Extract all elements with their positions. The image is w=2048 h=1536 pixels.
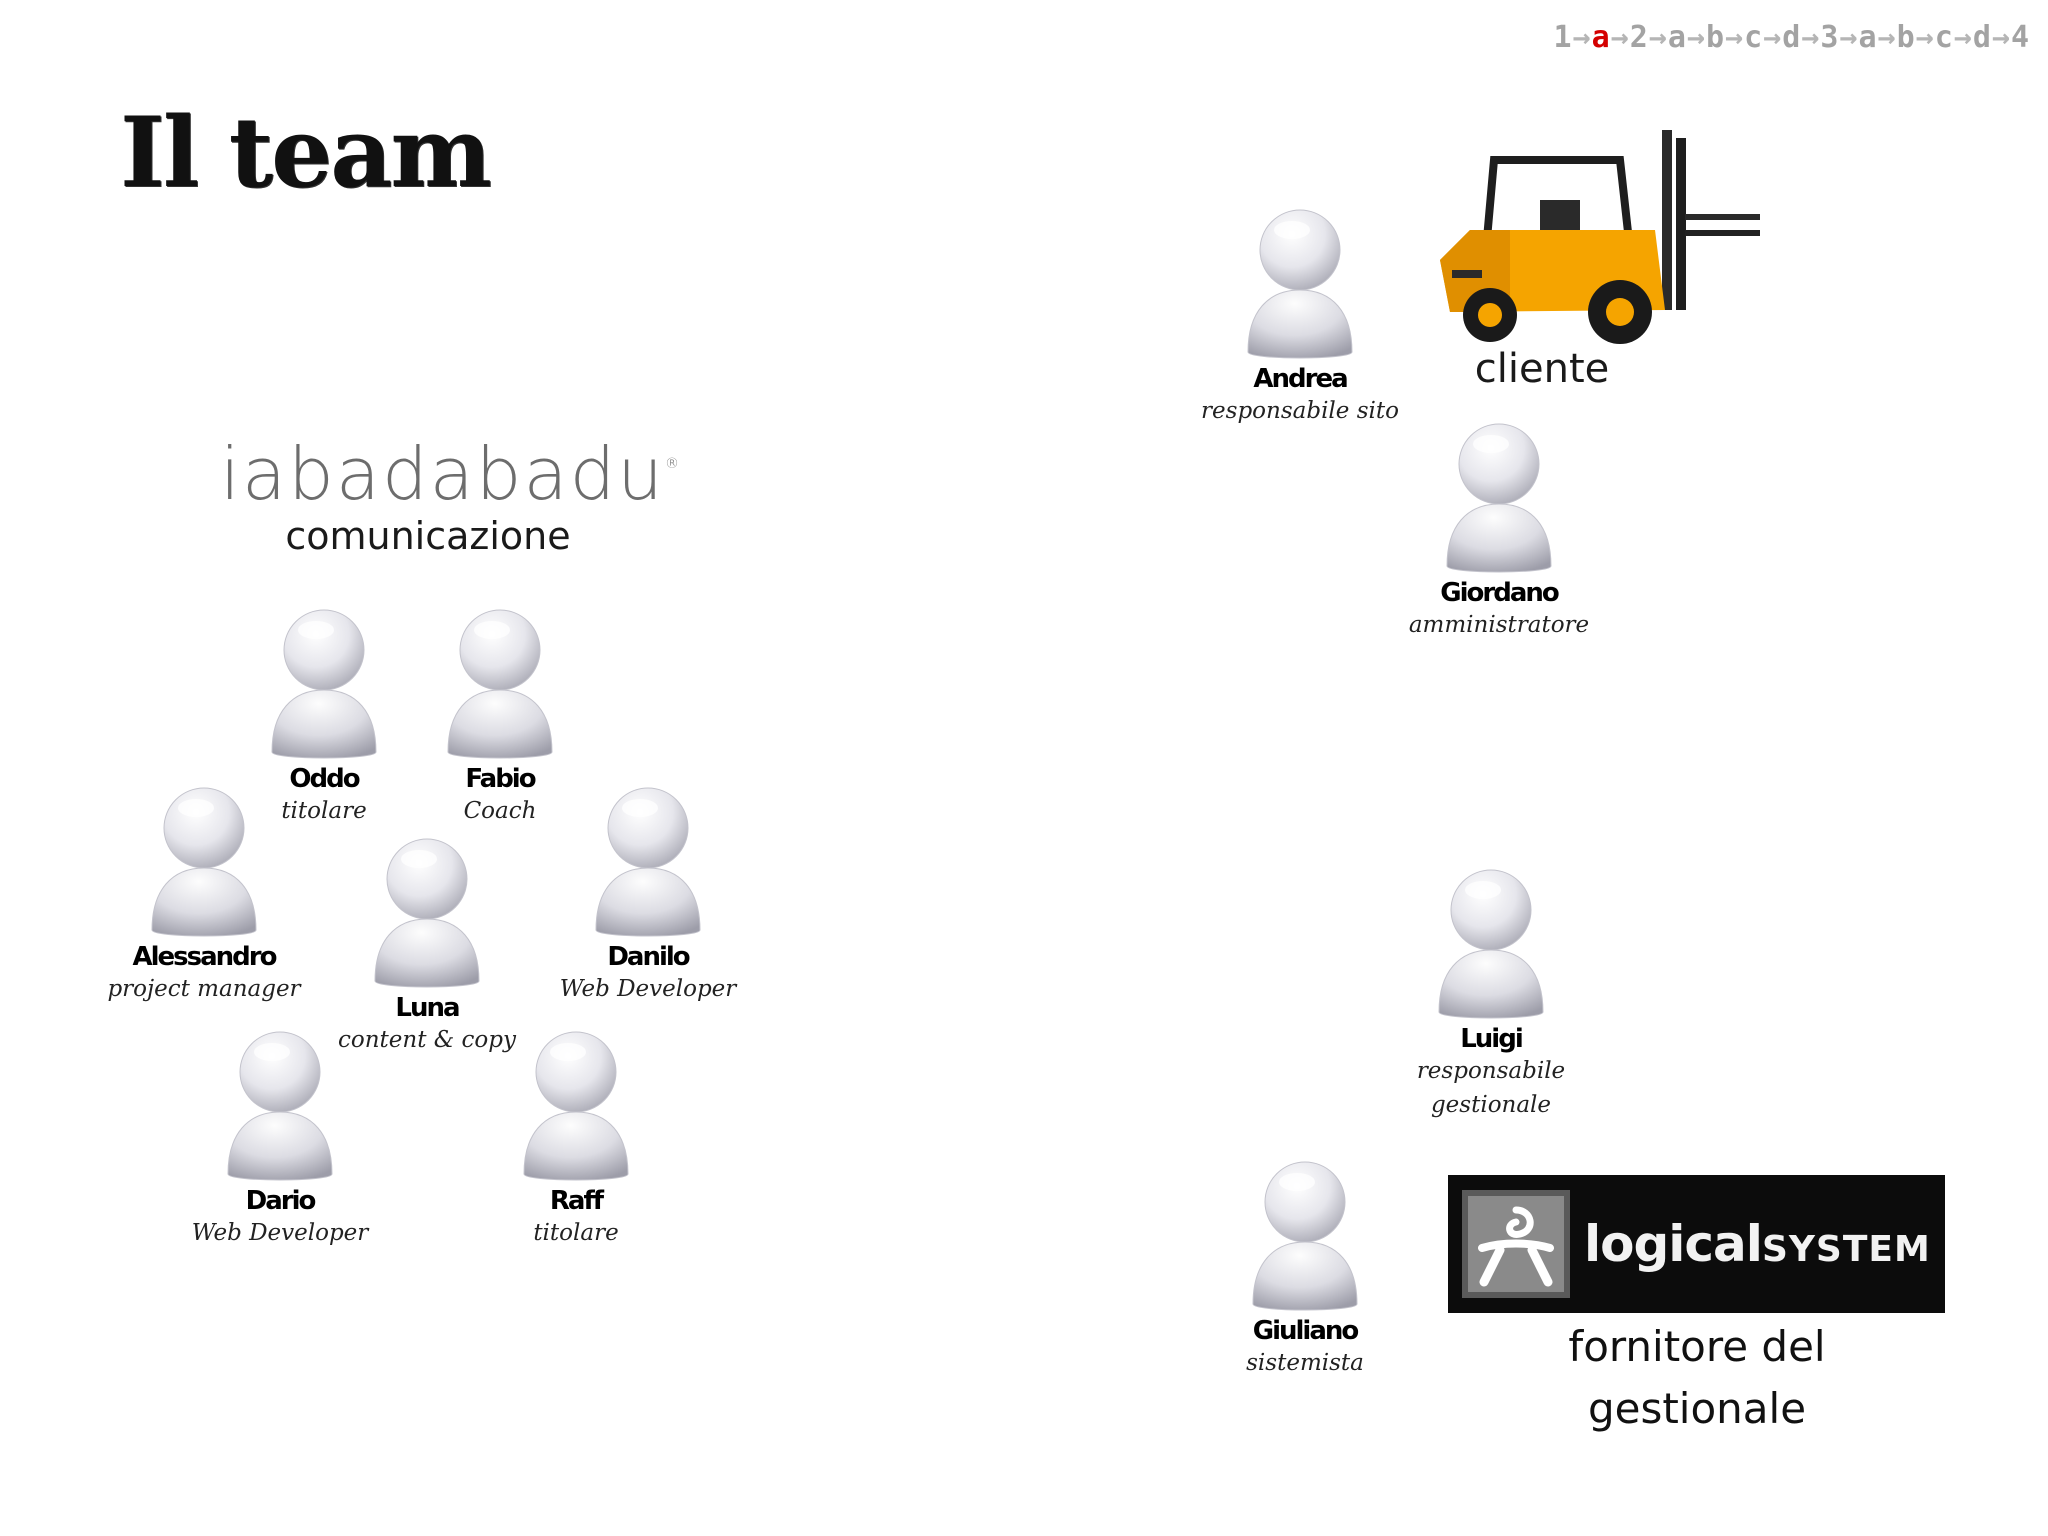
nav-arrow: → (1839, 20, 1859, 55)
person-role: content & copy (338, 1027, 516, 1053)
person-role: Web Developer (191, 1220, 369, 1246)
person-role: project manager (107, 976, 301, 1002)
nav-step-c[interactable]: c (1934, 20, 1954, 55)
person-name: Giordano (1440, 578, 1559, 608)
progress-nav: 1→a→2→a→b→c→d→3→a→b→c→d→4 (1553, 20, 2030, 55)
person-andrea: Andrea responsabile sito (1180, 202, 1420, 428)
nav-step-b[interactable]: b (1705, 20, 1725, 55)
person-name: Luna (395, 993, 460, 1023)
nav-arrow: → (1915, 20, 1935, 55)
nav-arrow: → (1686, 20, 1706, 55)
user-avatar-icon (367, 831, 487, 991)
nav-step-a[interactable]: a (1667, 20, 1687, 55)
person-name: Luigi (1460, 1024, 1524, 1054)
person-role: titolare (281, 798, 367, 824)
nav-step-1[interactable]: 1 (1553, 20, 1573, 55)
logicalsystem-mark-icon (1462, 1190, 1570, 1298)
person-luna: Luna content & copy (307, 831, 547, 1057)
person-alessandro: Alessandro project manager (84, 780, 324, 1006)
user-avatar-icon (440, 602, 560, 762)
nav-arrow: → (1953, 20, 1973, 55)
person-role: amministratore (1408, 612, 1590, 638)
nav-arrow: → (1763, 20, 1783, 55)
user-avatar-icon (1245, 1154, 1365, 1314)
user-avatar-icon (1431, 862, 1551, 1022)
nav-arrow: → (1610, 20, 1630, 55)
nav-arrow: → (1725, 20, 1745, 55)
person-role: responsabile sito (1201, 398, 1399, 424)
user-avatar-icon (1439, 416, 1559, 576)
fornitore-label-line2: gestionale (1587, 1384, 1807, 1433)
person-name: Alessandro (132, 942, 278, 972)
iabadabadu-logo-text: iabadabadu (220, 432, 665, 516)
cliente-label: cliente (1474, 346, 1610, 392)
person-role: Web Developer (559, 976, 737, 1002)
person-role: sistemista (1246, 1350, 1364, 1376)
person-name: Dario (245, 1186, 317, 1216)
user-avatar-icon (1240, 202, 1360, 362)
user-avatar-icon (144, 780, 264, 940)
person-role: responsabile (1416, 1058, 1566, 1084)
nav-arrow: → (1877, 20, 1897, 55)
person-raff: Raff titolare (456, 1024, 696, 1250)
person-name: Fabio (465, 764, 536, 794)
person-name: Giuliano (1252, 1316, 1360, 1346)
nav-step-4[interactable]: 4 (2010, 20, 2030, 55)
logicalsystem-logo-text: logicalSYSTEM (1584, 1215, 1931, 1273)
user-avatar-icon (516, 1024, 636, 1184)
person-danilo: Danilo Web Developer (528, 780, 768, 1006)
nav-step-d[interactable]: d (1782, 20, 1802, 55)
person-name: Raff (549, 1186, 604, 1216)
iabadabadu-logo: iabadabadu® (220, 432, 681, 516)
logicalsystem-logo: logicalSYSTEM (1448, 1175, 1945, 1313)
person-luigi: Luigi responsabile gestionale (1371, 862, 1611, 1122)
nav-step-d[interactable]: d (1972, 20, 1992, 55)
person-dario: Dario Web Developer (160, 1024, 400, 1250)
nav-arrow: → (1801, 20, 1821, 55)
person-name: Oddo (289, 764, 360, 794)
user-avatar-icon (220, 1024, 340, 1184)
logo-text-upper: SYSTEM (1761, 1229, 1931, 1270)
user-avatar-icon (588, 780, 708, 940)
person-giordano: Giordano amministratore (1379, 416, 1619, 642)
nav-step-3[interactable]: 3 (1820, 20, 1840, 55)
nav-arrow: → (1572, 20, 1592, 55)
person-name: Danilo (607, 942, 690, 972)
nav-step-2[interactable]: 2 (1629, 20, 1649, 55)
registered-mark: ® (664, 456, 681, 472)
nav-arrow: → (1648, 20, 1668, 55)
logo-text-lower: logical (1584, 1215, 1763, 1273)
person-fabio: Fabio Coach (380, 602, 620, 828)
person-role: gestionale (1430, 1092, 1552, 1118)
fornitore-label: fornitore del gestionale (1497, 1316, 1897, 1440)
nav-step-b[interactable]: b (1896, 20, 1916, 55)
person-role: titolare (533, 1220, 619, 1246)
person-giuliano: Giuliano sistemista (1185, 1154, 1425, 1380)
user-avatar-icon (264, 602, 384, 762)
person-role: Coach (463, 798, 537, 824)
forklift-image (1440, 130, 1760, 344)
fornitore-label-line1: fornitore del (1568, 1322, 1826, 1371)
nav-step-a[interactable]: a (1591, 20, 1611, 55)
nav-arrow: → (1991, 20, 2011, 55)
page-title: Il team (120, 96, 492, 209)
iabadabadu-label: comunicazione (285, 514, 571, 558)
person-name: Andrea (1253, 364, 1348, 394)
person-oddo: Oddo titolare (204, 602, 444, 828)
nav-step-c[interactable]: c (1744, 20, 1764, 55)
nav-step-a[interactable]: a (1858, 20, 1878, 55)
